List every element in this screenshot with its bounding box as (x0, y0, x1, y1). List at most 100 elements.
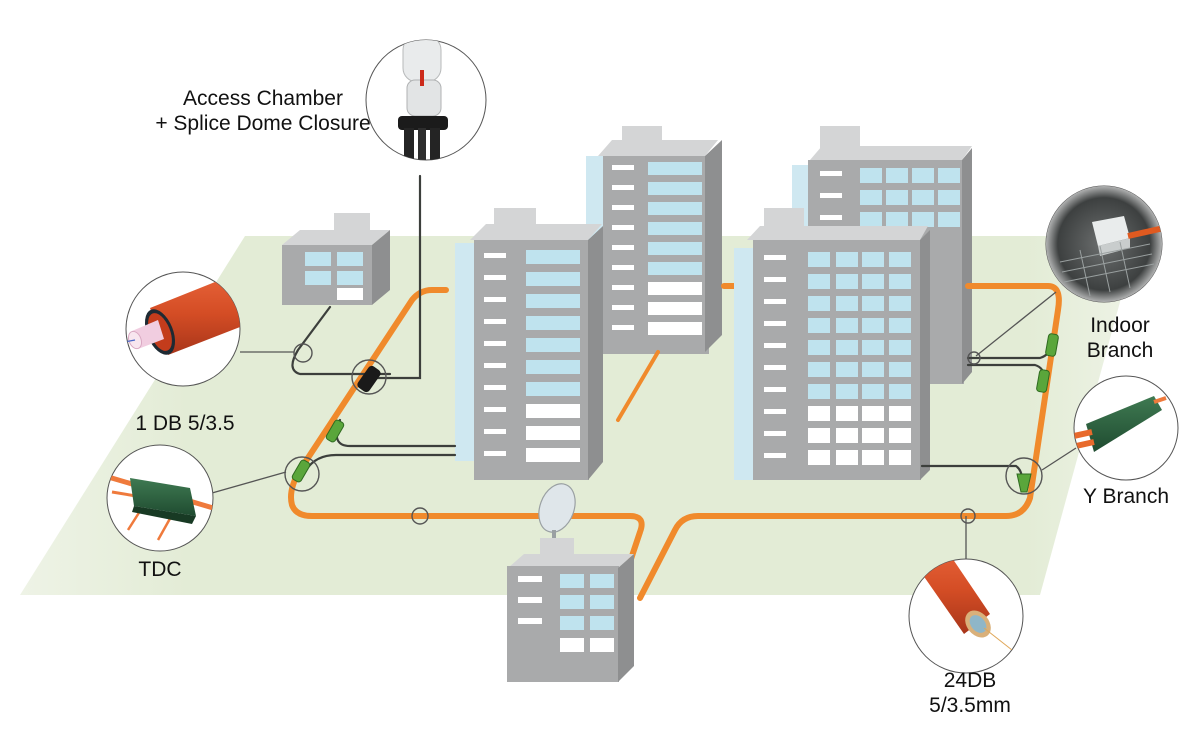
building-window (808, 296, 830, 311)
building-window (484, 429, 506, 434)
building-window (484, 451, 506, 456)
building-window (836, 296, 858, 311)
building-window (764, 431, 786, 436)
building-window (764, 255, 786, 260)
building-window (889, 274, 911, 289)
label-1db-line1: 1 DB 5/3.5 (135, 412, 235, 435)
building-window (808, 362, 830, 377)
building-window (886, 168, 908, 183)
building-window (860, 190, 882, 205)
callout-24db-image (908, 558, 1024, 674)
building-window (526, 338, 580, 352)
building-window (612, 205, 634, 210)
label-tdc: TDC (110, 557, 210, 582)
label-access-chamber-line2: + Splice Dome Closure (155, 112, 371, 135)
fiber-cable-network (288, 283, 1062, 601)
building-window (860, 168, 882, 183)
building-window (862, 318, 884, 333)
building-window (836, 340, 858, 355)
callout-tdc-image (106, 444, 214, 552)
building-window (484, 253, 506, 258)
building-window (764, 409, 786, 414)
building-window (612, 165, 634, 170)
building-window (836, 384, 858, 399)
building-window (889, 450, 911, 465)
building-window (820, 215, 842, 220)
building-window (912, 168, 934, 183)
building-window (889, 318, 911, 333)
building-window (808, 384, 830, 399)
label-tdc-line1: TDC (138, 558, 182, 581)
label-24db-line2: 5/3.5mm (929, 694, 1011, 717)
building-window (862, 428, 884, 443)
callout-access-chamber-image (365, 39, 487, 161)
building-window (889, 296, 911, 311)
callout-indoor-branch-image (1045, 185, 1163, 303)
building-window (836, 428, 858, 443)
building-window (764, 321, 786, 326)
building-window (484, 297, 506, 302)
building-window (820, 171, 842, 176)
building-window (648, 262, 702, 275)
building-window (862, 296, 884, 311)
building-window (836, 406, 858, 421)
building-window (808, 252, 830, 267)
building-window (938, 190, 960, 205)
building-window (808, 428, 830, 443)
label-indoor-branch-line2: Branch (1086, 339, 1154, 362)
building-window (886, 212, 908, 227)
building-window (612, 185, 634, 190)
building-window (836, 450, 858, 465)
building-window (648, 282, 702, 295)
building-window (648, 242, 702, 255)
building-window (526, 316, 580, 330)
building-window (764, 277, 786, 282)
building-window (808, 340, 830, 355)
building-window (526, 382, 580, 396)
label-24db-line1: 24DB (943, 669, 997, 692)
label-access-chamber-line1: Access Chamber (183, 87, 343, 110)
building-window (764, 299, 786, 304)
building-window (764, 453, 786, 458)
building-window (648, 162, 702, 175)
building-window (938, 212, 960, 227)
building-window (808, 450, 830, 465)
building-with-satellite-dish (507, 483, 634, 682)
building-tower-center-back (586, 126, 722, 354)
label-y-branch-line1: Y Branch (1083, 485, 1169, 508)
callout-leaders (211, 291, 1077, 494)
splice-connectors (291, 333, 1059, 493)
building-window (886, 190, 908, 205)
building-window (862, 340, 884, 355)
junction-markers (284, 343, 1043, 525)
building-tower-left-front (455, 208, 603, 480)
building-window (764, 343, 786, 348)
building-window (526, 294, 580, 308)
building-window (912, 190, 934, 205)
building-window (862, 384, 884, 399)
label-1db: 1 DB 5/3.5 (110, 411, 260, 436)
building-small-left (282, 213, 390, 305)
building-window (836, 318, 858, 333)
building-window (648, 182, 702, 195)
building-window (648, 302, 702, 315)
building-window (612, 265, 634, 270)
building-window (526, 426, 580, 440)
building-window (764, 365, 786, 370)
building-window (938, 168, 960, 183)
building-window (612, 285, 634, 290)
building-window (862, 252, 884, 267)
splice-dome-on-cable (357, 365, 381, 393)
building-window (648, 202, 702, 215)
building-window (484, 407, 506, 412)
label-indoor-branch: Indoor Branch (1070, 313, 1170, 363)
building-window (526, 250, 580, 264)
building-window (860, 212, 882, 227)
building-window (862, 274, 884, 289)
building-tower-right-front (734, 208, 930, 480)
building-window (820, 193, 842, 198)
building-window (808, 406, 830, 421)
building-window (648, 222, 702, 235)
building-window (808, 274, 830, 289)
